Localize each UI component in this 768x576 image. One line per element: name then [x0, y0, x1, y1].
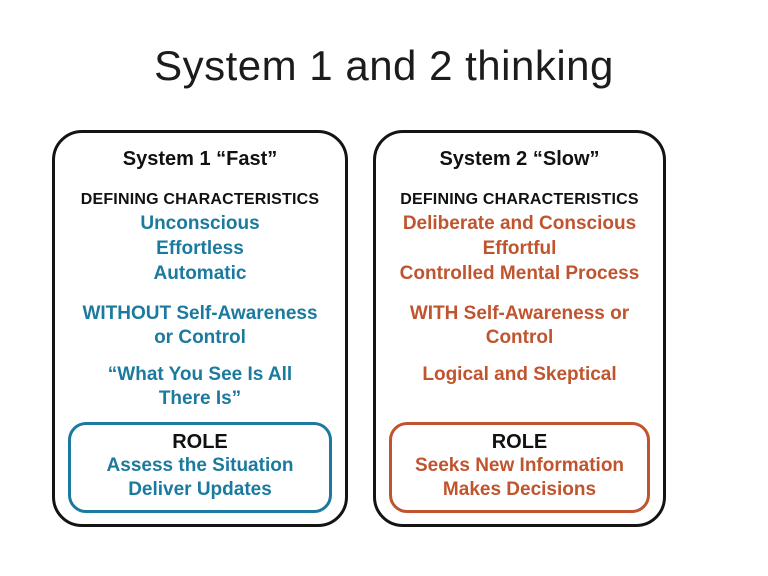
system1-heuristic-quote: “What You See Is All There Is” — [107, 364, 293, 409]
system1-role-label: ROLE — [172, 431, 228, 453]
system1-defining-characteristics-label: DEFINING CHARACTERISTICS — [80, 191, 320, 208]
system2-awareness-text: WITH Self-Awareness or Control — [409, 303, 630, 348]
system2-header: System 2 “Slow” — [439, 148, 600, 170]
characteristic-item: Effortless — [156, 238, 244, 259]
system2-role-box: ROLE Seeks New Information Makes Decisio… — [389, 422, 650, 513]
characteristic-item: Unconscious — [140, 213, 260, 234]
system2-defining-characteristics-label: DEFINING CHARACTERISTICS — [400, 191, 639, 208]
slide-title: System 1 and 2 thinking — [154, 42, 614, 89]
role-item: Seeks New Information — [414, 455, 625, 476]
role-item: Deliver Updates — [128, 479, 272, 500]
system1-header: System 1 “Fast” — [122, 148, 278, 170]
characteristic-item: Controlled Mental Process — [399, 263, 640, 284]
characteristic-item: Deliberate and Conscious — [402, 213, 637, 234]
system2-role-label: ROLE — [491, 431, 548, 453]
role-item: Assess the Situation — [106, 455, 294, 476]
system2-panel: System 2 “Slow” DEFINING CHARACTERISTICS… — [373, 130, 666, 527]
system1-awareness-text: WITHOUT Self-Awareness or Control — [82, 303, 318, 348]
characteristic-item: Effortful — [482, 238, 557, 259]
role-item: Makes Decisions — [442, 479, 597, 500]
system2-heuristic-text: Logical and Skeptical — [422, 364, 617, 385]
system1-panel: System 1 “Fast” DEFINING CHARACTERISTICS… — [52, 130, 348, 527]
characteristic-item: Automatic — [153, 263, 247, 284]
system2-characteristics-list: Deliberate and Conscious Effortful Contr… — [376, 211, 663, 286]
system1-characteristics-list: Unconscious Effortless Automatic — [55, 211, 345, 286]
system1-role-box: ROLE Assess the Situation Deliver Update… — [68, 422, 332, 513]
